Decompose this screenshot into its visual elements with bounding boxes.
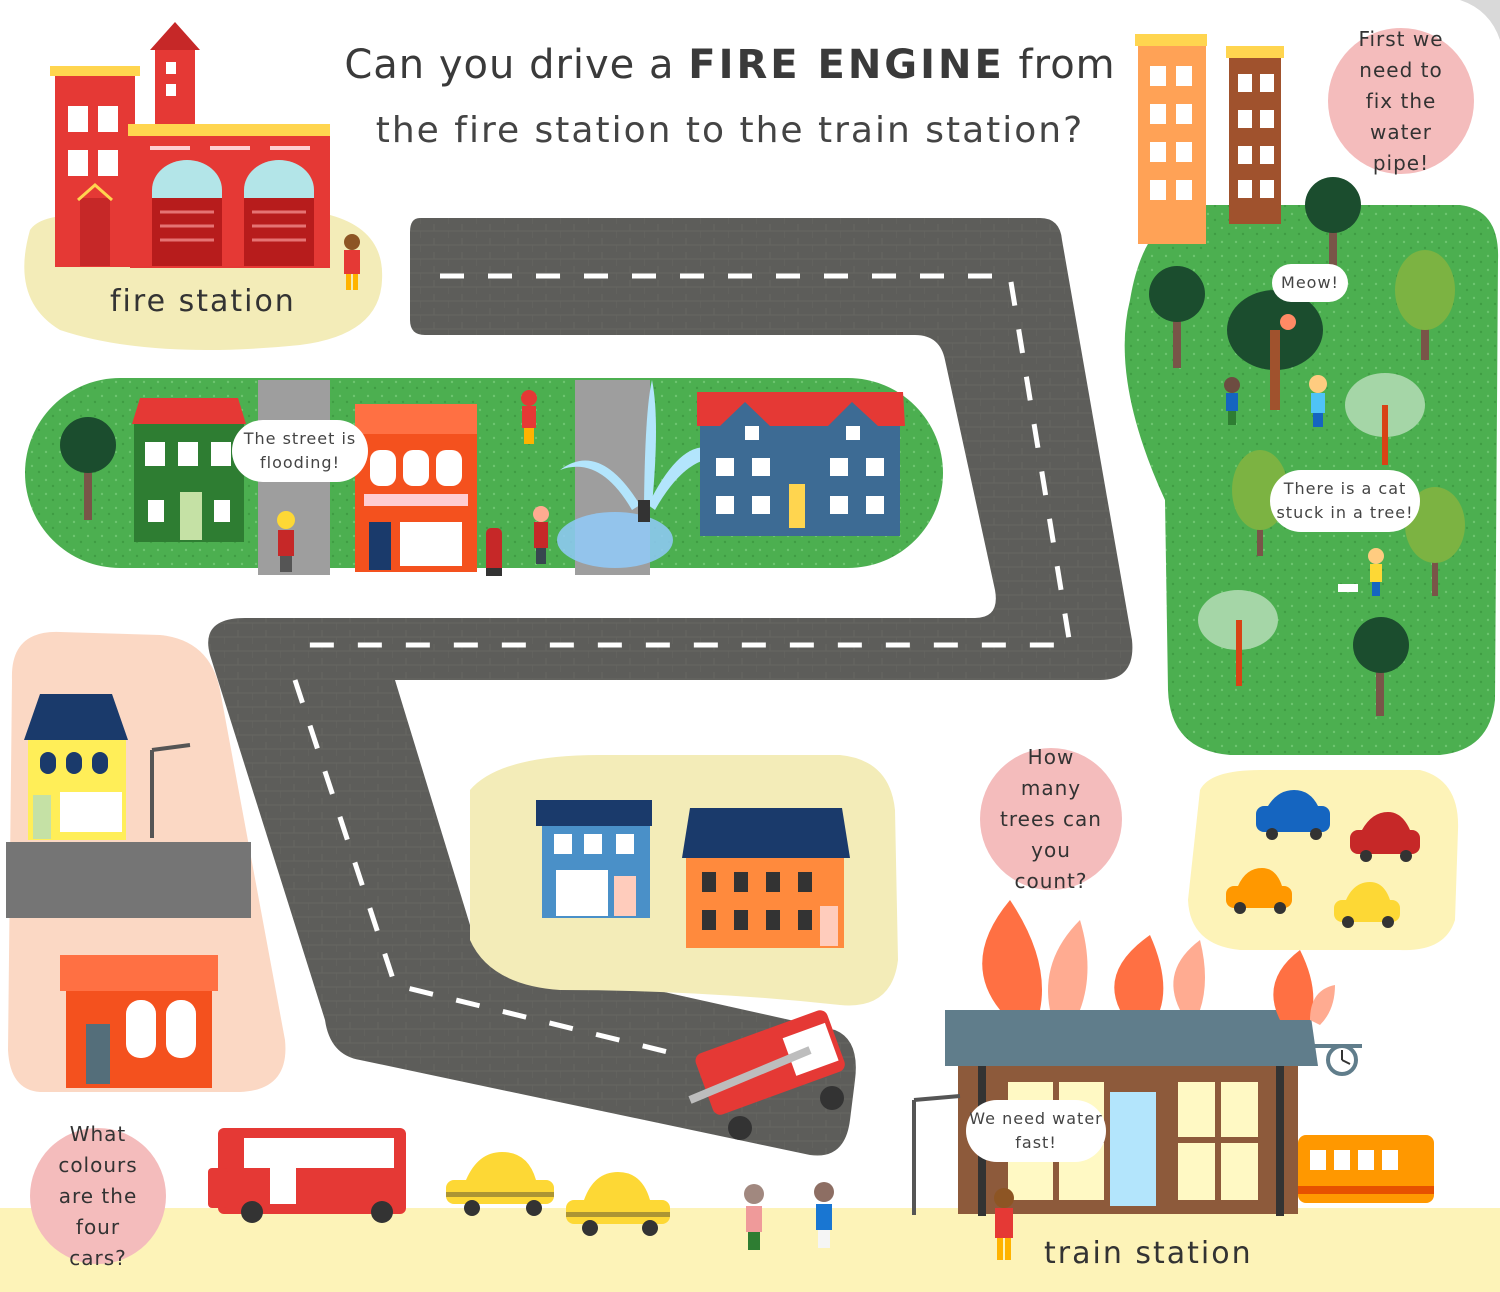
meow-speech-bubble: Meow! bbox=[1272, 264, 1348, 302]
firefighter-station bbox=[994, 1188, 1014, 1260]
water-leak bbox=[557, 380, 730, 568]
fire-station-building bbox=[50, 22, 330, 268]
blue-car bbox=[1256, 790, 1330, 840]
tower-buildings bbox=[1135, 34, 1284, 244]
cars-question-bubble: What colours are the four cars? bbox=[30, 1122, 166, 1270]
road bbox=[208, 218, 1133, 1156]
trees-question-bubble: How many trees can you count? bbox=[980, 745, 1122, 893]
small-blue-house bbox=[536, 800, 652, 918]
firefighter-figure bbox=[344, 234, 360, 290]
orange-shop bbox=[355, 404, 477, 572]
title-emphasis: FIRE ENGINE bbox=[688, 42, 1005, 88]
red-car bbox=[1350, 812, 1420, 862]
fire-station-label: fire station bbox=[110, 284, 296, 319]
taxi-1 bbox=[446, 1152, 554, 1216]
taxi-2 bbox=[566, 1172, 670, 1236]
people-middle bbox=[277, 390, 549, 572]
lamp-post bbox=[912, 1094, 961, 1215]
yellow-car bbox=[1334, 882, 1400, 928]
left-street bbox=[6, 842, 251, 918]
page-title-line-1: Can you drive a FIRE ENGINE from bbox=[300, 42, 1160, 88]
green-house bbox=[132, 398, 246, 542]
orange-house bbox=[682, 808, 850, 948]
orange-car bbox=[1226, 868, 1292, 914]
post-box bbox=[486, 528, 502, 576]
flames bbox=[982, 900, 1335, 1025]
park-people bbox=[1224, 375, 1384, 596]
tree bbox=[60, 417, 116, 520]
red-bus bbox=[208, 1128, 406, 1223]
flooding-speech-bubble: The street is flooding! bbox=[232, 420, 368, 482]
cars-area bbox=[1188, 770, 1459, 951]
page-corner bbox=[1460, 0, 1500, 40]
page-title-line-2: the fire station to the train station? bbox=[375, 110, 1085, 151]
orange-train bbox=[1298, 1135, 1434, 1203]
water-pipe-bubble: First we need to fix the water pipe! bbox=[1328, 27, 1474, 175]
title-prefix: Can you drive a bbox=[344, 42, 675, 88]
water-speech-bubble: We need water fast! bbox=[966, 1100, 1106, 1162]
red-shop bbox=[60, 955, 218, 1088]
bottom-people bbox=[744, 1182, 834, 1250]
yellow-house bbox=[24, 694, 191, 840]
title-suffix: from bbox=[1018, 42, 1116, 88]
train-station-label: train station bbox=[1044, 1236, 1253, 1271]
blue-house bbox=[697, 392, 905, 536]
cat-speech-bubble: There is a cat stuck in a tree! bbox=[1270, 470, 1420, 532]
fire-engine bbox=[688, 1010, 845, 1140]
